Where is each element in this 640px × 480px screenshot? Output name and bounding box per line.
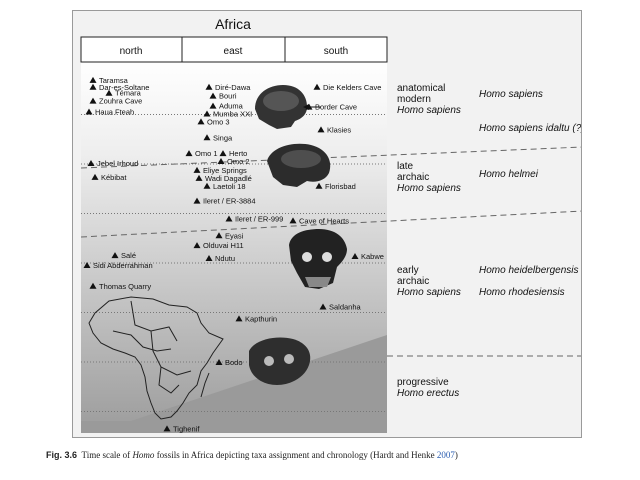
time-scale-diagram: Africa north east south kyr today 100200… bbox=[73, 11, 581, 437]
site-label: Salé bbox=[121, 251, 136, 260]
group-label-line: anatomical bbox=[397, 83, 445, 94]
group-label-line: progressive bbox=[397, 377, 449, 388]
fossil-site: Thomas Quarry bbox=[90, 282, 152, 291]
figure-label: Fig. 3.6 bbox=[46, 450, 77, 460]
caption-reference-link[interactable]: 2007 bbox=[437, 450, 455, 460]
caption-text: fossils in Africa depicting taxa assignm… bbox=[154, 450, 436, 460]
taxon-label: Homo rhodesiensis bbox=[479, 287, 565, 298]
fossil-site: Sidi Abderrahman bbox=[84, 261, 153, 270]
site-label: Ileret / ER-999 bbox=[235, 214, 283, 223]
group-label-early-archaic: early archaic Homo sapiens bbox=[397, 265, 461, 298]
group-label-erectus: progressive Homo erectus bbox=[397, 377, 459, 399]
site-label: Kébibat bbox=[101, 173, 127, 182]
group-label-modern: anatomical modern Homo sapiens bbox=[397, 83, 461, 116]
site-label: Eyasi bbox=[225, 231, 244, 240]
fossil-site: Ileret / ER-999 bbox=[226, 214, 284, 223]
site-label: Cave of Hearts bbox=[299, 216, 349, 225]
caption-italic: Homo bbox=[132, 450, 154, 460]
site-label: Ndutu bbox=[215, 254, 235, 263]
site-label: Omo 3 bbox=[207, 117, 230, 126]
site-label: Haua Fteah bbox=[95, 108, 134, 117]
site-label: Kabwe bbox=[361, 252, 384, 261]
site-label: Bouri bbox=[219, 92, 237, 101]
site-label: Kapthurin bbox=[245, 314, 277, 323]
group-label-late-archaic: late archaic Homo sapiens bbox=[397, 161, 461, 194]
taxon-label: Homo heidelbergensis bbox=[479, 265, 579, 276]
diagram-title: Africa bbox=[215, 16, 251, 32]
taxon-label: Homo sapiens idaltu (?) bbox=[479, 123, 581, 134]
region-header-north: north bbox=[120, 46, 143, 57]
site-label: Die Kelders Cave bbox=[323, 83, 381, 92]
site-label: Laetoli 18 bbox=[213, 182, 246, 191]
caption-text: ) bbox=[455, 450, 458, 460]
site-label: Ileret / ER-3884 bbox=[203, 197, 256, 206]
group-label-line: Homo sapiens bbox=[397, 287, 461, 298]
group-label-line: Homo sapiens bbox=[397, 183, 461, 194]
site-label: Saldanha bbox=[329, 303, 362, 312]
group-label-line: Homo erectus bbox=[397, 388, 459, 399]
fossil-site: Die Kelders Cave bbox=[314, 83, 382, 92]
diagram-panel: Africa north east south kyr today 100200… bbox=[72, 10, 582, 438]
group-label-line: early bbox=[397, 265, 419, 276]
site-label: Florisbad bbox=[325, 182, 356, 191]
site-label: Sidi Abderrahman bbox=[93, 261, 153, 270]
region-header-south: south bbox=[324, 46, 348, 57]
site-label: Omo 2 bbox=[227, 157, 250, 166]
site-label: Singa bbox=[213, 133, 233, 142]
caption-text: Time scale of bbox=[82, 450, 133, 460]
fossil-site: Ileret / ER-3884 bbox=[194, 197, 256, 206]
group-label-line: Homo sapiens bbox=[397, 105, 461, 116]
site-label: Klasies bbox=[327, 125, 351, 134]
group-label-line: archaic bbox=[397, 276, 429, 287]
site-label: Zouhra Cave bbox=[99, 97, 142, 106]
site-label: Jebel Irhoud bbox=[97, 159, 138, 168]
site-label: Border Cave bbox=[315, 103, 357, 112]
taxon-label: Homo sapiens bbox=[479, 89, 543, 100]
site-label: Omo 1 bbox=[195, 149, 218, 158]
region-header-east: east bbox=[224, 46, 243, 57]
taxon-label: Homo helmei bbox=[479, 169, 539, 180]
fossil-site: Cave of Hearts bbox=[290, 216, 350, 225]
site-label: Diré-Dawa bbox=[215, 83, 251, 92]
site-label: Thomas Quarry bbox=[99, 282, 151, 291]
site-label: Olduvai H11 bbox=[203, 241, 244, 250]
site-label: Tighenif bbox=[173, 424, 200, 433]
figure-caption: Fig. 3.6 Time scale of Homo fossils in A… bbox=[46, 450, 626, 460]
group-label-line: archaic bbox=[397, 172, 429, 183]
group-label-line: late bbox=[397, 161, 414, 172]
group-label-line: modern bbox=[397, 94, 431, 105]
site-label: Bodo bbox=[225, 358, 243, 367]
